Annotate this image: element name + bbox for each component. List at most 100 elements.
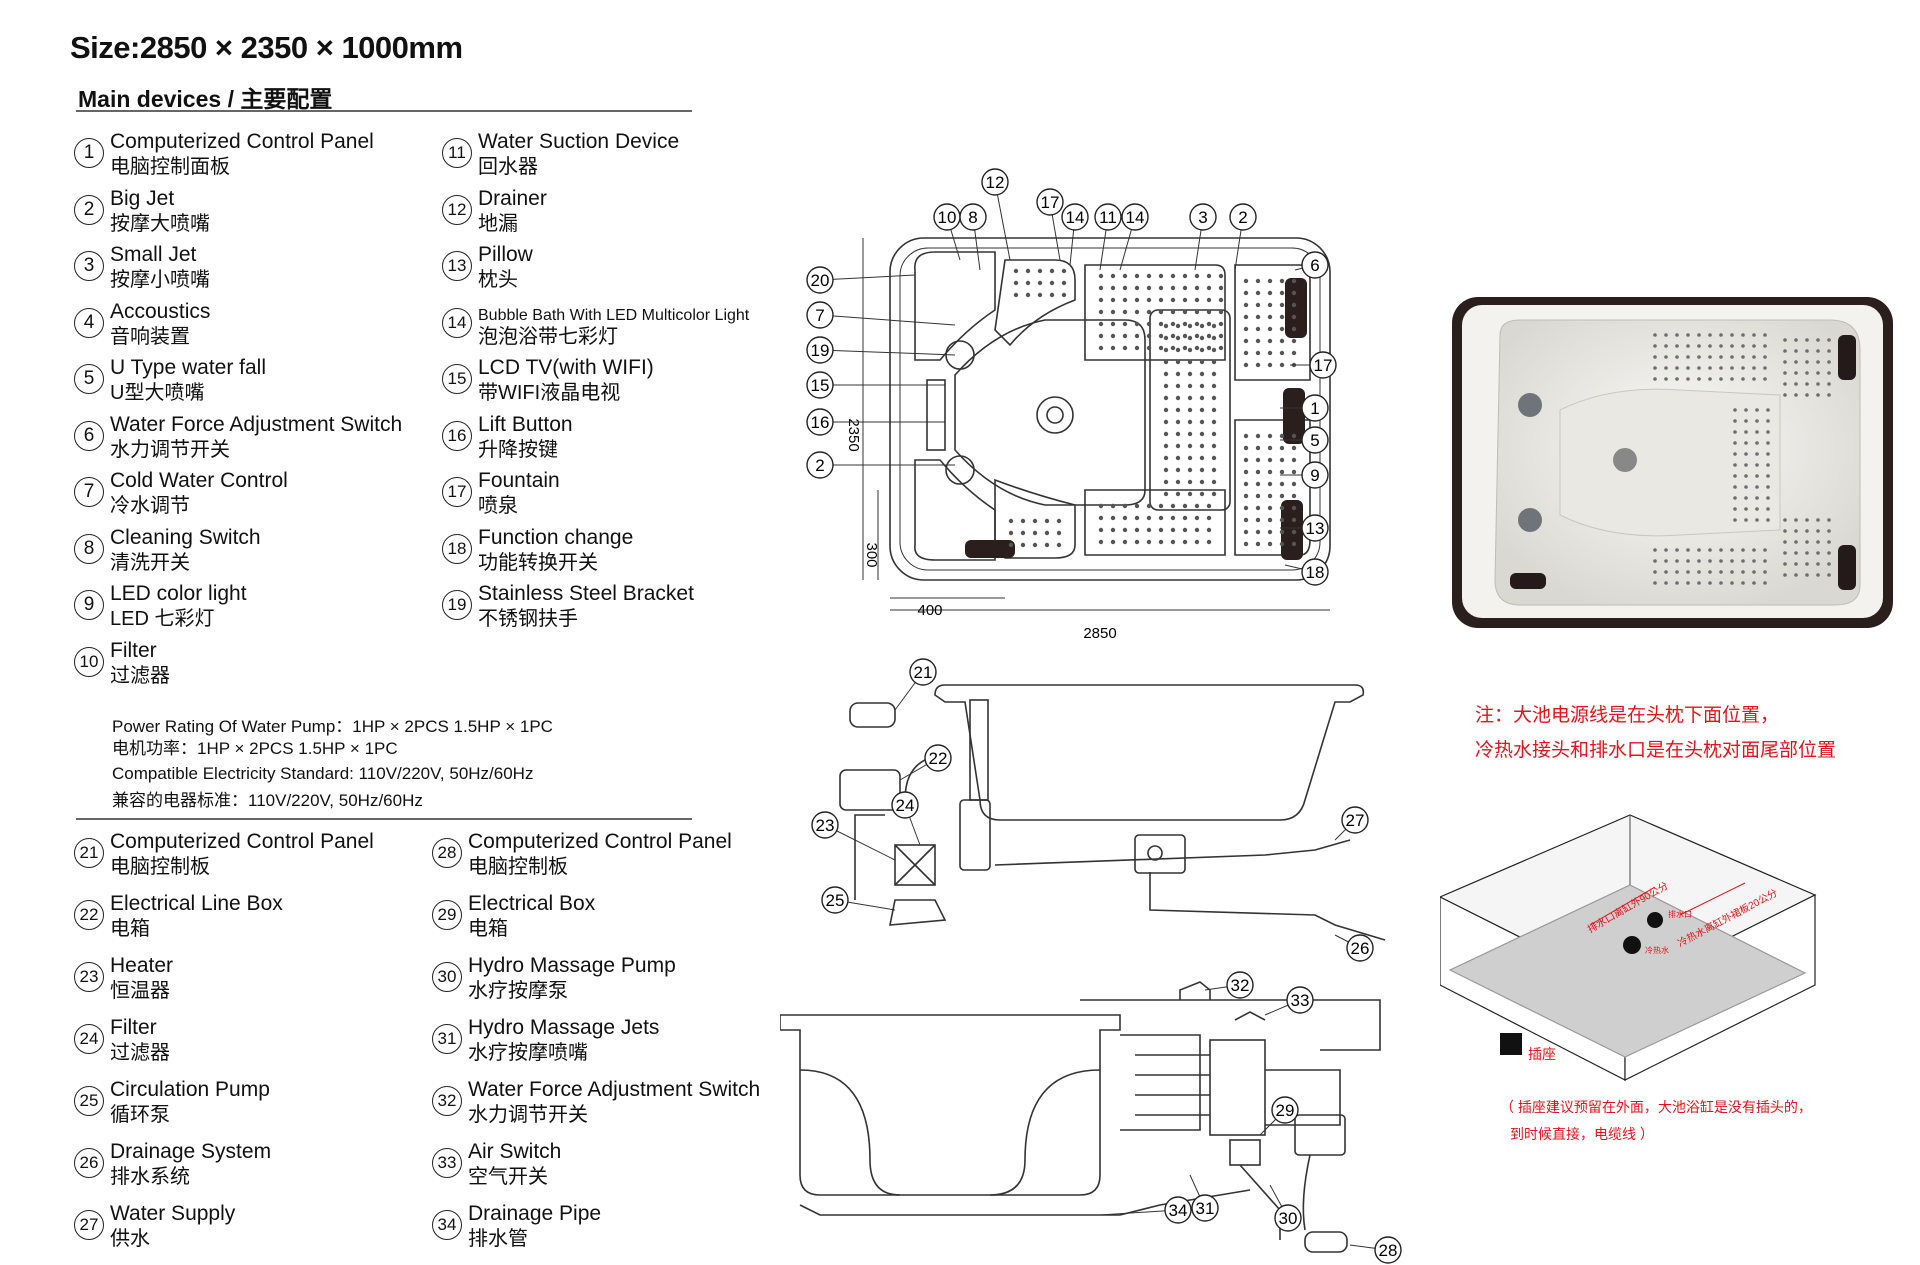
photo-jet-dot <box>1755 518 1759 522</box>
photo-jet-dot <box>1719 581 1723 585</box>
item-chinese-label: 不锈钢扶手 <box>478 608 578 630</box>
pillow-bottom-left <box>965 540 1015 558</box>
photo-jet-dot <box>1763 333 1767 337</box>
photo-jet-dot <box>1733 474 1737 478</box>
photo-jet-dot <box>1730 570 1734 574</box>
photo-jet-dot <box>1697 355 1701 359</box>
jet-dot <box>1255 338 1261 344</box>
footwell-curve-1 <box>799 1069 901 1196</box>
photo-jet-dot <box>1752 377 1756 381</box>
photo-jet-dot <box>1827 573 1831 577</box>
jet-dot <box>1243 278 1249 284</box>
jet-dot <box>1255 326 1261 332</box>
side-view-callout-25: 25 <box>821 886 896 914</box>
photo-jet-dot <box>1675 548 1679 552</box>
dim-label-400: 400 <box>917 602 942 619</box>
jet-dot <box>1163 323 1169 329</box>
item-english-label: Water Force Adjustment Switch <box>468 1078 761 1101</box>
jet-dot <box>1199 431 1205 437</box>
jet-dot <box>1194 273 1200 279</box>
jet-dot <box>1255 493 1261 499</box>
jet-dot <box>1206 333 1212 339</box>
photo-jet-dot <box>1827 360 1831 364</box>
jet-dot <box>1098 285 1104 291</box>
callout-circle <box>924 744 952 772</box>
jet-dot <box>1255 481 1261 487</box>
jet-dot <box>1255 517 1261 523</box>
item-chinese-label: 冷水调节 <box>110 495 190 517</box>
photo-jet-dot <box>1730 548 1734 552</box>
photo-jet-dot <box>1794 518 1798 522</box>
photo-jet-dot <box>1766 518 1770 522</box>
jet-dot <box>1122 515 1128 521</box>
item-number-circle: 12 <box>442 194 472 225</box>
top-view-callout-2: 2 <box>806 451 955 479</box>
photo-jet-dot <box>1766 408 1770 412</box>
item-chinese-label: 电箱 <box>110 918 150 940</box>
callout-number: 19 <box>811 341 830 360</box>
side-view-callout-26: 26 <box>1334 934 1374 962</box>
item-number-circle: 13 <box>442 251 472 281</box>
pillow-top-right <box>1285 278 1307 338</box>
callout-number: 31 <box>1196 1199 1215 1218</box>
jet-dot <box>1134 285 1140 291</box>
top-view-callout-16: 16 <box>806 408 945 436</box>
callout-number: 20 <box>811 271 830 290</box>
item-number-circle: 8 <box>74 533 104 564</box>
jet-dot <box>1187 479 1193 485</box>
jet-dot <box>1044 530 1050 536</box>
hydro-pump-housing <box>1209 1039 1266 1136</box>
photo-jet-dot <box>1697 333 1701 337</box>
photo-jet-dot <box>1752 333 1756 337</box>
photo-jet-dot <box>1741 333 1745 337</box>
jet-dot <box>1291 493 1297 499</box>
jet-dot <box>1187 467 1193 473</box>
jet-dot <box>1020 542 1026 548</box>
photo-jet-dot <box>1805 573 1809 577</box>
jet-dot <box>1013 268 1019 274</box>
photo-jet-dot <box>1794 573 1798 577</box>
jet-dots <box>1008 268 1297 548</box>
installation-pit-diagram: 排水口离缸外90公分 冷热水离缸外裙板20公分 排水口 冷热水 插座 <box>1440 814 1817 1081</box>
photo-jet-dot <box>1664 581 1668 585</box>
step-left <box>926 379 946 451</box>
item-chinese-label: 排水系统 <box>110 1166 190 1188</box>
jet-dot <box>1291 517 1297 523</box>
jet-dot <box>1032 530 1038 536</box>
item-english-label: Small Jet <box>110 243 197 266</box>
jet-dot <box>1098 333 1104 339</box>
side-view-callout-22: 22 <box>899 744 952 781</box>
photo-jet-dot <box>1816 360 1820 364</box>
side-view-callout-23: 23 <box>811 811 896 861</box>
jet-dot <box>1206 309 1212 315</box>
jet-dot <box>1255 290 1261 296</box>
top-view-callout-15: 15 <box>806 371 945 399</box>
tub-cutaway-profile <box>780 1014 1121 1196</box>
photo-jet-dot <box>1719 344 1723 348</box>
item-chinese-label: 喷泉 <box>478 495 518 517</box>
photo-jet-dot <box>1741 570 1745 574</box>
jet-dot <box>1098 309 1104 315</box>
callout-circle <box>806 301 834 329</box>
photo-jet-dot <box>1752 559 1756 563</box>
jet-dot <box>1175 323 1181 329</box>
item-number-circle: 27 <box>74 1210 104 1240</box>
photo-jet-dot <box>1675 355 1679 359</box>
callout-circle <box>806 371 834 399</box>
jet-dot <box>1175 359 1181 365</box>
jet-dot <box>1187 347 1193 353</box>
electrical-box-side <box>839 769 901 811</box>
tub-photo-drain <box>1613 448 1637 472</box>
jet-dot <box>1291 326 1297 332</box>
air-switch-knob <box>1234 1011 1266 1021</box>
jet-dot <box>1158 539 1164 545</box>
jet-dot <box>1199 479 1205 485</box>
photo-jet-dot <box>1763 548 1767 552</box>
photo-jet-dot <box>1763 581 1767 585</box>
jet-dot <box>1199 383 1205 389</box>
jet-dot <box>1122 285 1128 291</box>
callout-circle <box>1301 251 1329 279</box>
jet-dot <box>1134 333 1140 339</box>
item-chinese-label: 水力调节开关 <box>468 1104 588 1126</box>
callout-number: 21 <box>914 663 933 682</box>
